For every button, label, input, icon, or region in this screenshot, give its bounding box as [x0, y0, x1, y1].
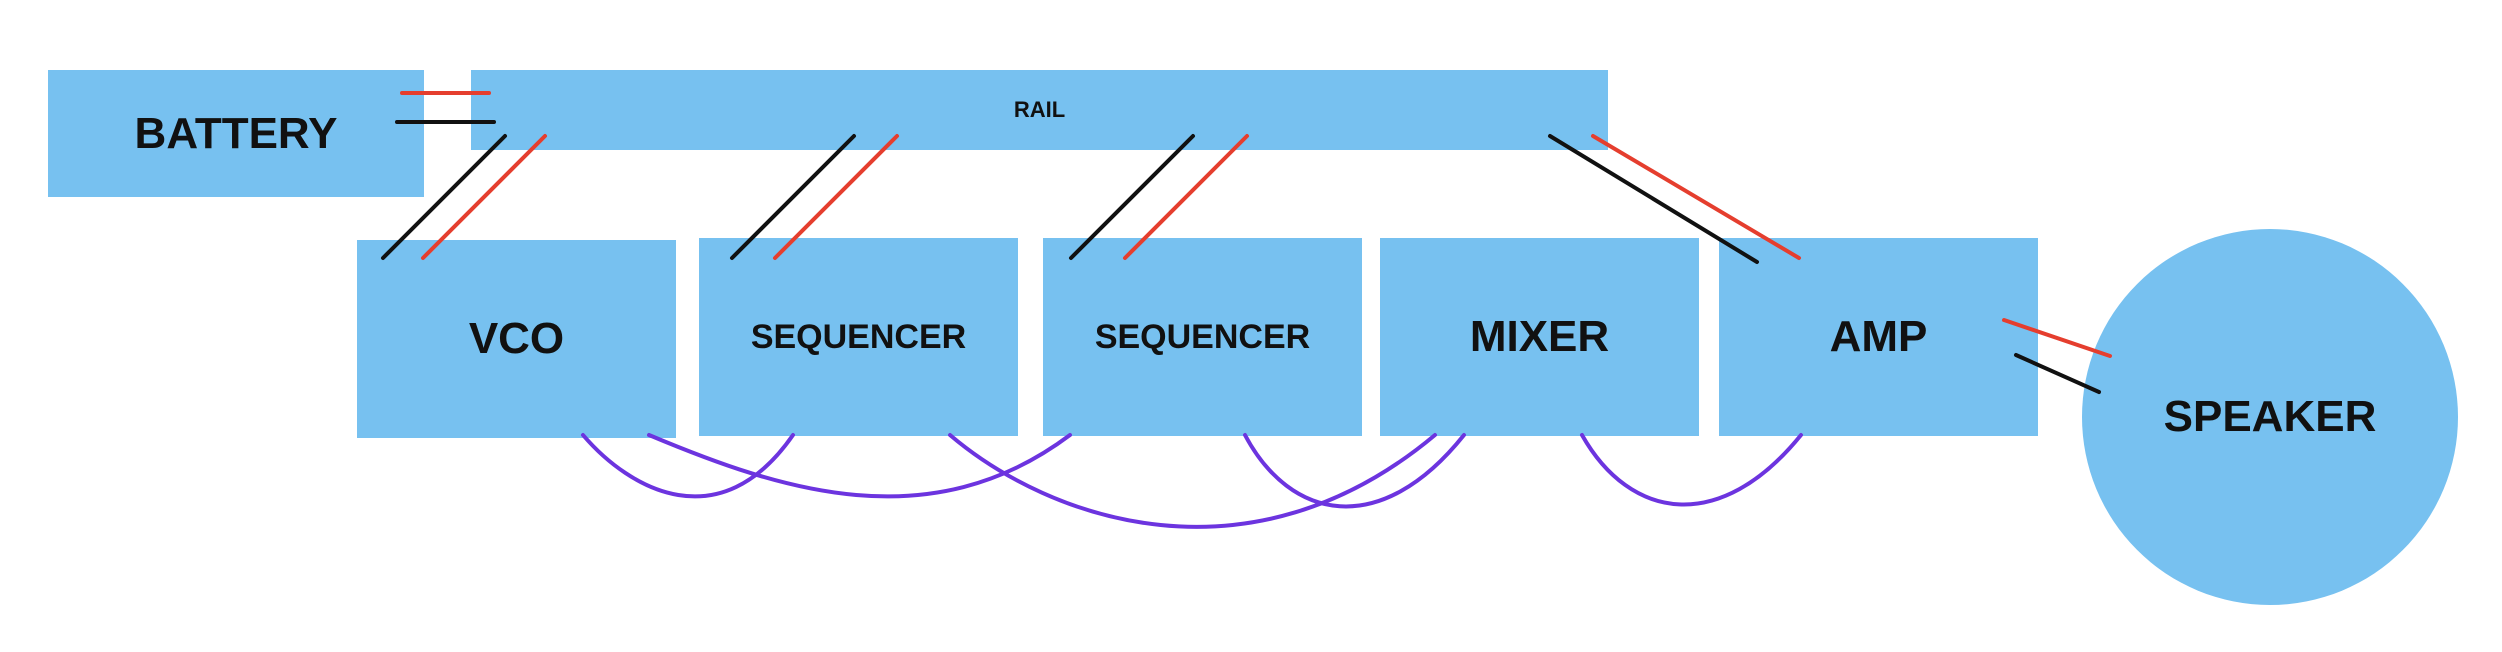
sequencer-block-1[interactable]: SEQUENCER — [699, 238, 1018, 436]
patch-cable-vco-seq2[interactable] — [647, 433, 1072, 499]
patch-cable-seq2-mixer[interactable] — [1243, 433, 1466, 509]
sequencer-block-2[interactable]: SEQUENCER — [1043, 238, 1362, 436]
vco-label: VCO — [468, 314, 565, 363]
mixer-block[interactable]: MIXER — [1380, 238, 1699, 436]
patch-cable-mixer-amp[interactable] — [1580, 433, 1803, 507]
rail-block[interactable]: RAIL — [471, 70, 1608, 150]
battery-label: BATTERY — [134, 108, 338, 158]
speaker-node[interactable]: SPEAKER — [2082, 229, 2458, 605]
amp-label: AMP — [1829, 312, 1928, 361]
rail-label: RAIL — [1013, 97, 1066, 122]
amp-block[interactable]: AMP — [1719, 238, 2038, 436]
sequencer-2-label: SEQUENCER — [1094, 317, 1311, 356]
patch-cable-seq1-mixer[interactable] — [948, 433, 1437, 529]
patch-cable-vco-seq1-a[interactable] — [581, 433, 795, 499]
battery-block[interactable]: BATTERY — [48, 70, 424, 197]
speaker-label: SPEAKER — [2163, 392, 2377, 441]
vco-block[interactable]: VCO — [357, 240, 676, 438]
mixer-label: MIXER — [1469, 312, 1610, 361]
sequencer-1-label: SEQUENCER — [750, 317, 967, 356]
